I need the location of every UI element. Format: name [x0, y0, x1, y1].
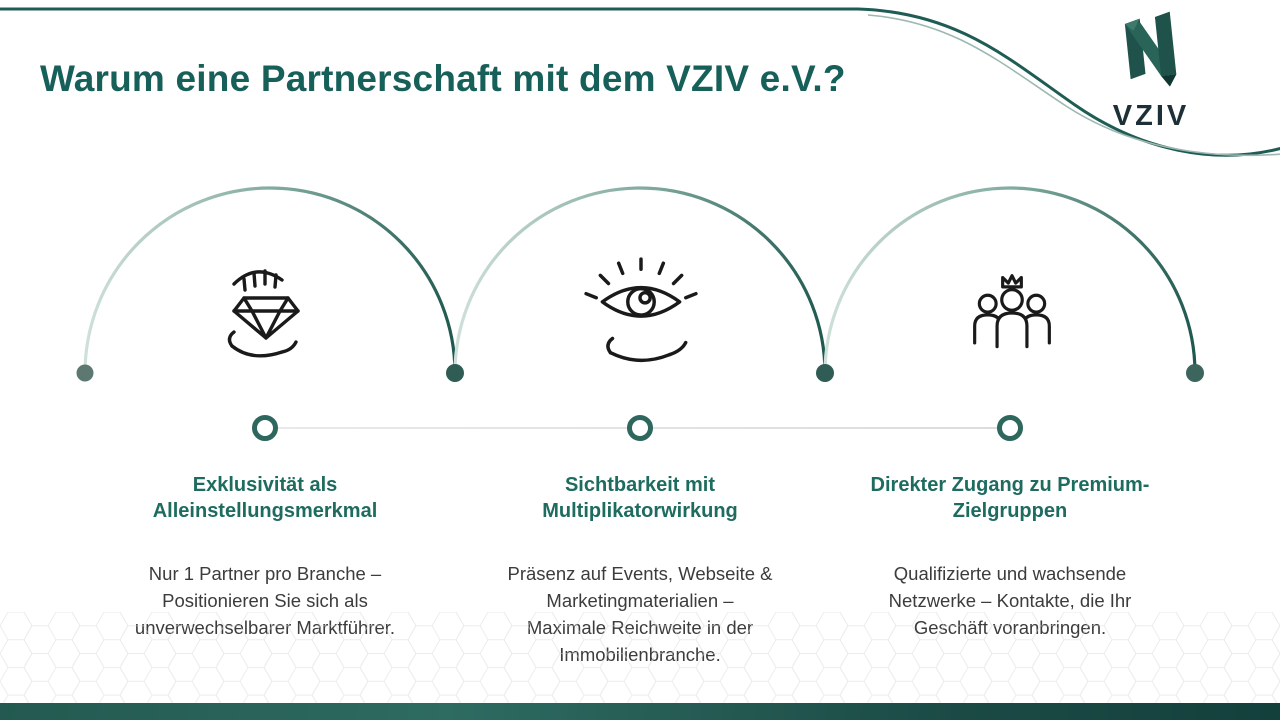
benefit-heading: Direkter Zugang zu Premium- Zielgruppen — [870, 474, 1150, 522]
people-crown-icon — [956, 252, 1068, 374]
benefit-body: Nur 1 Partner pro Branche – Positioniere… — [134, 563, 396, 638]
vziv-logo-mark-icon — [1124, 11, 1177, 87]
vziv-logo: VZIV — [1094, 10, 1208, 133]
eye-hand-icon — [580, 248, 702, 376]
benefit-column-visibility: Sichtbarkeit mit Multiplikatorwirkung Pr… — [450, 472, 830, 668]
vziv-logo-text: VZIV — [1112, 100, 1190, 132]
benefit-heading: Sichtbarkeit mit Multiplikatorwirkung — [542, 474, 738, 522]
timeline-node-3 — [997, 415, 1023, 441]
timeline-node-2 — [627, 415, 653, 441]
benefit-heading: Exklusivität als Alleinstellungsmerkmal — [152, 474, 378, 522]
slide-title: Warum eine Partnerschaft mit dem VZIV e.… — [40, 58, 846, 99]
top-swoosh-decoration — [0, 7, 1280, 157]
footer-bar — [0, 703, 1280, 720]
benefit-body: Qualifizierte und wachsende Netzwerke – … — [888, 563, 1132, 638]
benefit-column-access: Direkter Zugang zu Premium- Zielgruppen … — [820, 472, 1200, 641]
hand-diamond-icon — [208, 250, 328, 378]
benefit-body: Präsenz auf Events, Webseite & Marketing… — [507, 563, 773, 665]
benefit-column-exclusivity: Exklusivität als Alleinstellungsmerkmal … — [75, 472, 455, 641]
timeline-node-1 — [252, 415, 278, 441]
